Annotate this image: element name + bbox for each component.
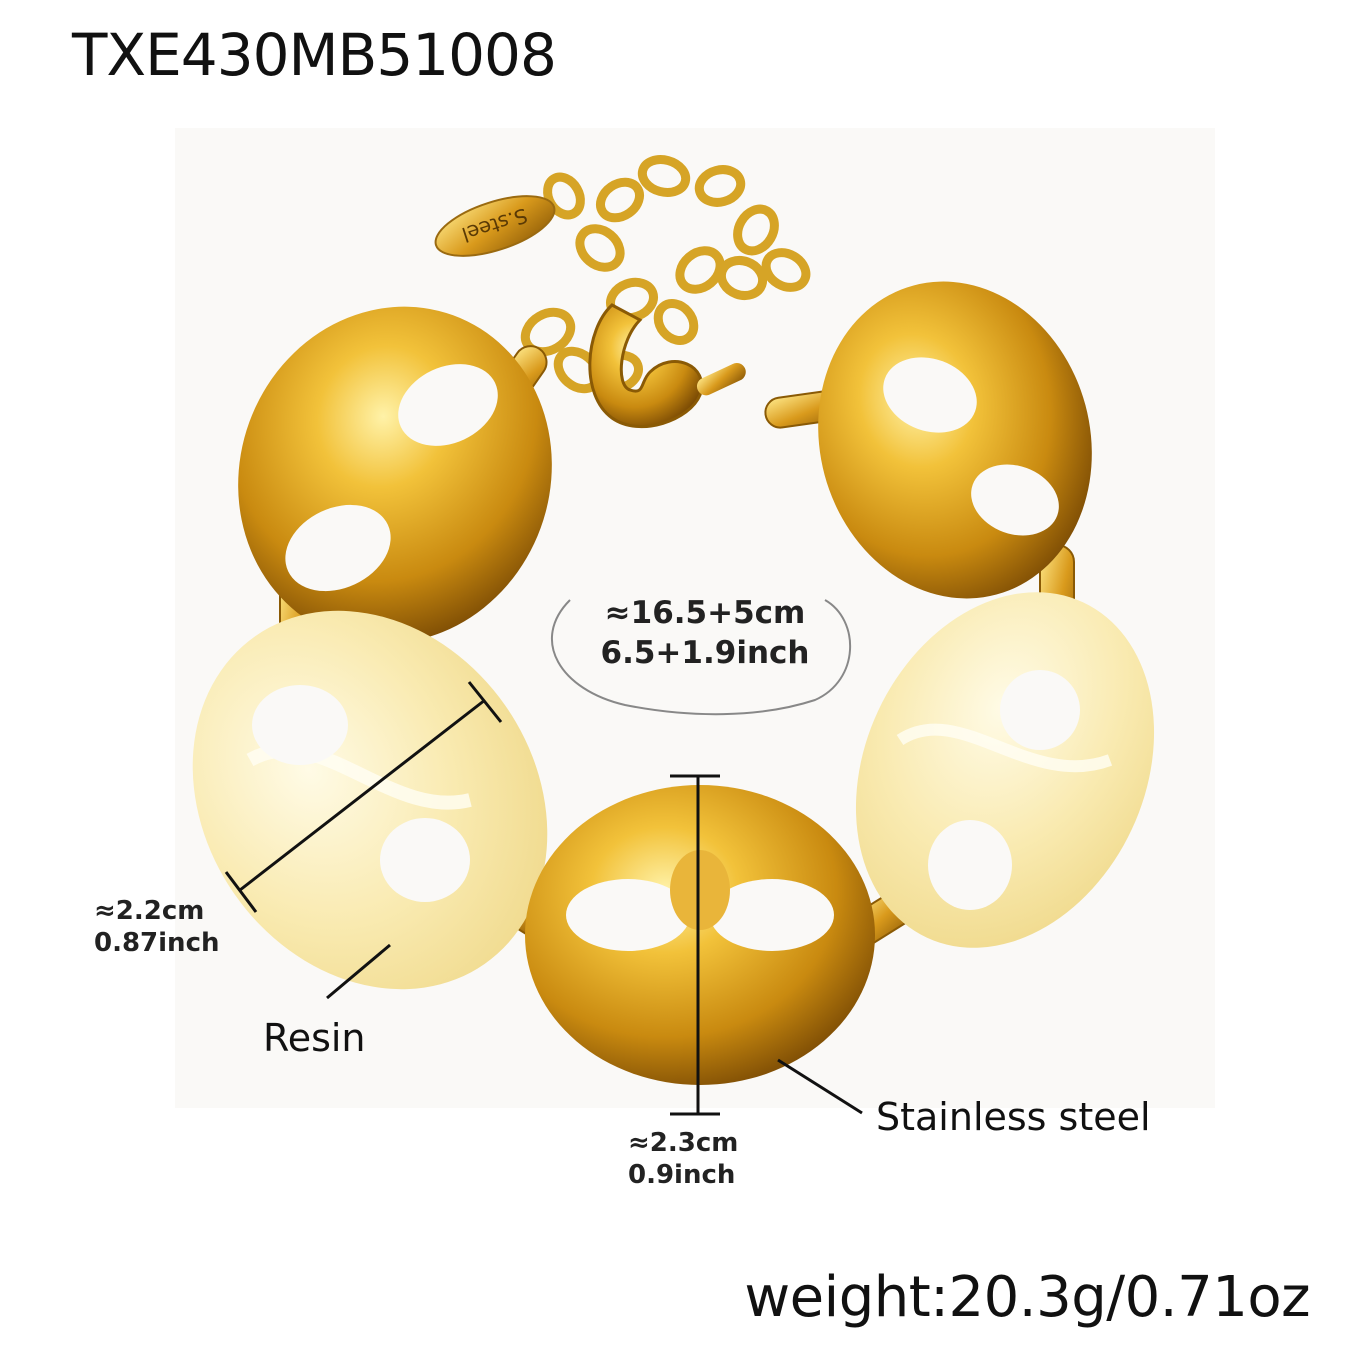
steel-height-dimension-line <box>670 774 720 1116</box>
resin-width-dimension-line <box>224 681 503 913</box>
resin-width-cm-label: ≈2.2cm <box>94 896 205 926</box>
steel-height-inch-label: 0.9inch <box>628 1160 736 1190</box>
resin-material-label: Resin <box>263 1016 366 1060</box>
gold-link-center <box>525 785 875 1085</box>
gold-link-top-left <box>238 306 552 644</box>
length-inch-label: 6.5+1.9inch <box>600 635 810 671</box>
resin-leader-line <box>326 943 391 1000</box>
steel-material-label: Stainless steel <box>876 1095 1151 1139</box>
length-arc <box>551 599 852 716</box>
extender-chain <box>520 155 811 394</box>
steel-leader-line <box>777 1058 863 1115</box>
product-code: TXE430MB51008 <box>72 21 557 89</box>
gold-link-top-right <box>818 281 1092 599</box>
steel-tag: S.steel <box>434 195 556 257</box>
lobster-clasp <box>588 303 746 429</box>
resin-width-inch-label: 0.87inch <box>94 928 220 958</box>
resin-link-right <box>855 592 1155 948</box>
steel-height-cm-label: ≈2.3cm <box>628 1128 739 1158</box>
weight-label: weight:20.3g/0.71oz <box>744 1265 1310 1330</box>
resin-link-left <box>192 610 548 990</box>
length-cm-label: ≈16.5+5cm <box>604 595 806 631</box>
